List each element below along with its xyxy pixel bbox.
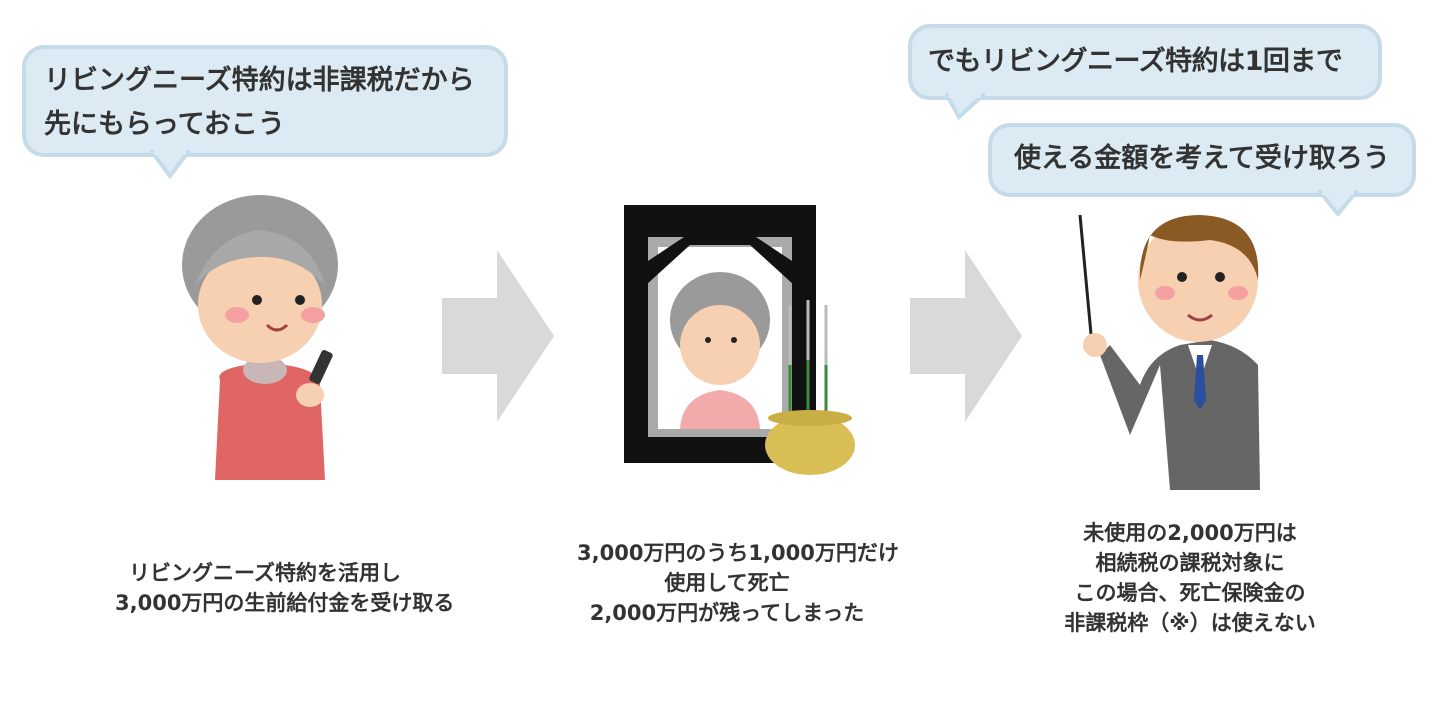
bubble-tail: [1318, 190, 1358, 218]
arrow-right-icon: [442, 250, 554, 422]
bubble-tail: [945, 93, 985, 121]
arrow-right-icon: [910, 250, 1022, 422]
caption-line: 2,000万円が残ってしまった: [589, 601, 865, 625]
caption-step1: リビングニーズ特約を活用し 3,000万円の生前給付金を受け取る: [115, 558, 455, 618]
caption-line: リビングニーズ特約を活用し: [129, 561, 401, 585]
bubble-tail: [150, 150, 190, 180]
bubble-line: 使える金額を考えて受け取ろう: [1014, 143, 1390, 174]
bubble-line: リビングニーズ特約は非課税だから: [44, 65, 475, 96]
grandma-with-phone-illustration: [182, 195, 338, 480]
speech-bubble-advisor-top: でもリビングニーズ特約は1回まで: [908, 24, 1382, 100]
bubble-line: 先にもらっておこう: [44, 109, 285, 140]
caption-line: 使用して死亡: [664, 571, 790, 595]
caption-line: 非課税枠（※）は使えない: [1064, 611, 1316, 635]
caption-step2: 3,000万円のうち1,000万円だけ 使用して死亡 2,000万円が残ってしま…: [577, 538, 899, 628]
caption-step3: 未使用の2,000万円は 相続税の課税対象に この場合、死亡保険金の 非課税枠（…: [1040, 518, 1340, 638]
caption-line: 相続税の課税対象に: [1095, 551, 1285, 575]
bubble-line: でもリビングニーズ特約は1回まで: [928, 46, 1343, 77]
caption-line: 3,000万円の生前給付金を受け取る: [115, 591, 455, 615]
funeral-portrait-illustration: [624, 205, 855, 475]
speech-bubble-grandma: リビングニーズ特約は非課税だから 先にもらっておこう: [22, 45, 508, 157]
caption-line: この場合、死亡保険金の: [1074, 581, 1306, 605]
caption-line: 3,000万円のうち1,000万円だけ: [577, 541, 899, 565]
speech-bubble-advisor-bottom: 使える金額を考えて受け取ろう: [988, 123, 1416, 197]
caption-line: 未使用の2,000万円は: [1083, 521, 1297, 545]
advisor-with-pointer-illustration: [1078, 214, 1260, 490]
